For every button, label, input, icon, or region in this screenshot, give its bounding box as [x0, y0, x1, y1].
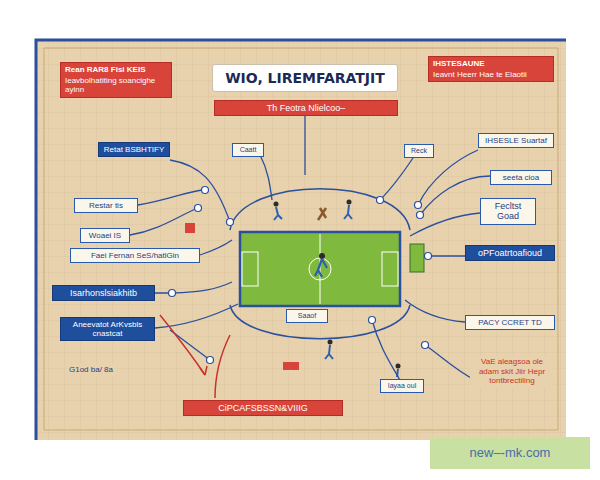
box-heading: Caatt — [237, 146, 259, 154]
box-heading: Iayaa oul — [385, 382, 419, 390]
info-box: Woaei IS — [80, 228, 130, 243]
info-box: CiPCAFSBSSN&VIIIG — [183, 400, 343, 416]
info-box: IHSESLE Suartaf — [478, 133, 554, 148]
info-box: Th Feotra Nlielcoo– — [214, 100, 398, 116]
info-box: Aneevatot ArKvsbls cnastcat — [60, 317, 155, 341]
poster-frame — [36, 40, 566, 440]
info-box: Fecltst Goad — [480, 198, 536, 225]
small-pitch — [410, 244, 424, 272]
box-body: Ieavnt Heerr Hae te Eiaotii — [433, 70, 549, 79]
box-heading: Faei Fernan SeS/hatlGin — [75, 251, 195, 260]
box-heading: Restar tis — [79, 201, 133, 210]
box-heading: CiPCAFSBSSN&VIIIG — [188, 403, 338, 413]
poster-grid — [36, 40, 566, 440]
leader-lines — [130, 104, 490, 384]
inner-frame — [44, 48, 558, 430]
info-box: Retat BSBHTIFY — [98, 142, 170, 157]
box-heading: IHSTESAUNE — [433, 59, 549, 68]
info-box: Iayaa oul — [380, 379, 424, 393]
info-box: Rean RAR8 Fisi KEIS Ieavbolhatiting soanc… — [60, 62, 172, 98]
players — [274, 200, 401, 378]
junction-dots — [169, 149, 432, 364]
info-box: Faei Fernan SeS/hatlGin — [70, 248, 200, 263]
box-heading: seeta cioa — [495, 173, 547, 182]
info-box: Isarhonslsiakhitb — [52, 285, 155, 301]
info-box: PACY CCRET TD — [465, 315, 555, 330]
box-heading: PACY CCRET TD — [470, 318, 550, 327]
box-heading: Isarhonslsiakhitb — [57, 288, 150, 298]
watermark: new–-mk.com — [430, 437, 590, 469]
football-field — [240, 232, 400, 306]
box-heading: Woaei IS — [85, 231, 125, 240]
info-box: Restar tis — [74, 198, 138, 213]
note-text: G1od ba/ 8a — [66, 364, 116, 376]
info-box: seeta cioa — [490, 170, 552, 185]
box-heading: Aneevatot ArKvsbls cnastcat — [65, 320, 150, 338]
box-heading: oPFoatrtoafioud — [470, 248, 550, 258]
note-text: VaE aleagsoa ole adam skit Jiir Hepr ton… — [470, 356, 554, 387]
box-heading: Saaof — [291, 312, 323, 320]
box-heading: Retat BSBHTIFY — [103, 145, 165, 154]
info-box: Reck — [404, 144, 434, 158]
red-marker — [283, 362, 299, 370]
poster-ground — [36, 40, 566, 440]
title-banner: WIO, LIREMFARATJIT — [212, 64, 398, 92]
box-heading: Th Feotra Nlielcoo– — [219, 103, 393, 113]
arc-line — [230, 305, 410, 339]
box-heading: Rean RAR8 Fisi KEIS — [65, 65, 167, 74]
box-heading: Reck — [409, 147, 429, 155]
info-box: Saaof — [286, 309, 328, 323]
info-box: oPFoatrtoafioud — [465, 245, 555, 261]
red-arrows — [160, 315, 230, 398]
info-box: IHSTESAUNE Ieavnt Heerr Hae te Eiaotii — [428, 56, 554, 82]
box-heading: Fecltst Goad — [485, 201, 531, 222]
box-body: Ieavbolhatiting soancighe ayinn — [65, 76, 167, 94]
arc-line — [230, 189, 410, 230]
box-heading: IHSESLE Suartaf — [483, 136, 549, 145]
field-markings — [242, 234, 398, 304]
red-marker — [185, 223, 195, 233]
info-box: Caatt — [232, 143, 264, 157]
